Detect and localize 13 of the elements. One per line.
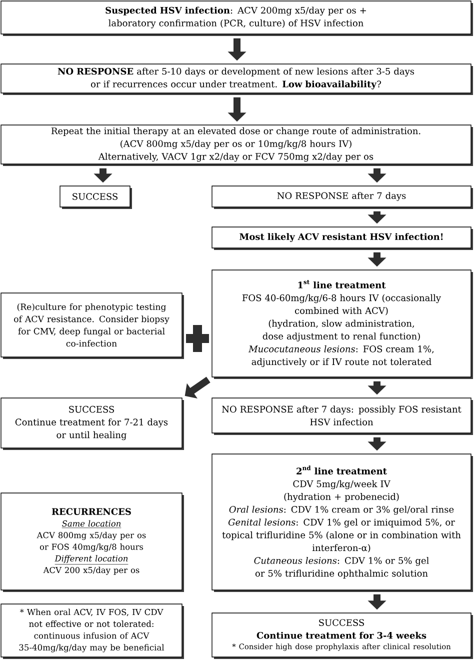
- process-box: $\text{2}^{\text{nd}}\text{ line treatment}$ CDV 5mg/kg/week IV (hydration + probenecid) Oral lesions: CDV 1% cream or 3% gel/oral rinse Genital lesions: CDV 1% gel or imiquimod 5%, or topical trifluridine 5% (alone or in combination with interferon-α) Cutaneous lesions: CDV 1% or 5% gel or 5% trifluridine ophthalmic solution: [212, 454, 473, 592]
- process-box: Most likely ACV resistant HSV infection!: [212, 226, 473, 250]
- process-box: RECURRENCES Same location ACV 800mg x5/day per os or FOS 40mg/kg/8 hours Different location ACV 200 x5/day per os: [0, 492, 184, 592]
- process-box: Suspected HSV infection: ACV 200mg x5/day per os + laboratory confirmation (PCR, culture) of HSV infection: [0, 0, 473, 36]
- process-box: NO RESPONSE after 7 days: possibly FOS resistant HSV infection: [212, 398, 473, 435]
- process-box: (Re)culture for phenotypic testing of ACV resistance. Consider biopsy for CMV, deep fungal or bacterial co-infection: [0, 292, 184, 359]
- process-box: NO RESPONSE after 7 days: [212, 186, 473, 209]
- process-box: $\text{1}^{\text{st}}\text{ line treatment}$ FOS 40-60mg/kg/6-8 hours IV (occasionally combined with ACV) (hydration, slow administration, dose adjustment to renal function) Mucocutaneous lesions: FOS cream 1%, adjunctively or if IV route not tolerated: [212, 270, 473, 379]
- process-box: SUCCESS: [60, 186, 132, 209]
- note-box: * When oral ACV, IV FOS, IV CDV not effective or not tolerated: continuous infusion of ACV 35-40mg/kg/day may be beneficial: [0, 604, 184, 659]
- process-box: NO RESPONSE after 5-10 days or development of new lesions after 3-5 days or if recurrences occur under treatment. Low bioavailability?: [0, 64, 473, 95]
- process-box: Repeat the initial therapy at an elevated dose or change route of administration. (ACV 800mg x5/day per os or 10mg/kg/8 hours IV) Alternatively, VACV 1gr x2/day or FCV 750mg x2/day per os: [0, 124, 473, 166]
- process-box: SUCCESS Continue treatment for 7-21 days or until healing: [0, 398, 184, 450]
